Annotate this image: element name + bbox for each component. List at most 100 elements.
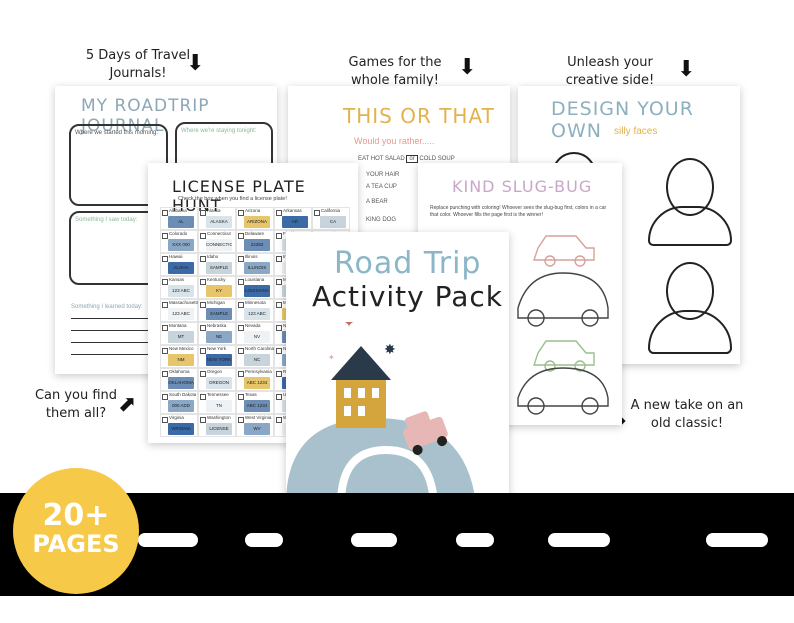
license-instructions: Check the box when you find a license pl…	[178, 196, 287, 202]
house-icon	[336, 378, 386, 428]
checkbox[interactable]	[276, 302, 282, 308]
license-plate-icon: 000 ADD	[168, 400, 194, 412]
checkbox[interactable]	[200, 394, 206, 400]
checkbox[interactable]	[276, 348, 282, 354]
cars-illustration	[517, 235, 609, 415]
checkbox[interactable]	[200, 256, 206, 262]
hill-house-illustration: ✦ ✸ ✦	[286, 322, 476, 504]
license-plate-icon: TN	[206, 400, 232, 412]
license-plate-icon: ABC 1234	[244, 400, 270, 412]
road-dash	[245, 533, 283, 547]
checkbox[interactable]	[276, 210, 282, 216]
state-label: Alabama	[169, 208, 187, 213]
state-label: Washington	[207, 415, 231, 420]
state-label: North Carolina	[245, 346, 275, 351]
license-plate-icon: NV	[244, 331, 270, 343]
checkbox[interactable]	[238, 417, 244, 423]
checkbox[interactable]	[238, 325, 244, 331]
checkbox[interactable]	[276, 233, 282, 239]
checkbox[interactable]	[162, 210, 168, 216]
this-or-that-row: A TEA CUP	[366, 184, 397, 190]
checkbox[interactable]	[276, 256, 282, 262]
checkbox[interactable]	[238, 256, 244, 262]
checkbox[interactable]	[200, 279, 206, 285]
caption-games: Games for the whole family!	[348, 55, 442, 88]
checkbox[interactable]	[162, 371, 168, 377]
checkbox[interactable]	[162, 256, 168, 262]
caption-journals: 5 Days of Travel Journals!	[85, 48, 191, 81]
state-label: New Mexico	[169, 346, 194, 351]
checkbox[interactable]	[238, 348, 244, 354]
pages-badge: 20+ PAGES	[13, 468, 139, 594]
checkbox[interactable]	[162, 302, 168, 308]
checkbox[interactable]	[238, 279, 244, 285]
checkbox[interactable]	[238, 302, 244, 308]
checkbox[interactable]	[162, 233, 168, 239]
checkbox[interactable]	[276, 394, 282, 400]
star-icon: ✦	[344, 322, 354, 330]
checkbox[interactable]	[238, 371, 244, 377]
checkbox[interactable]	[276, 325, 282, 331]
this-or-that-row: EAT HOT SALAD or COLD SOUP	[358, 155, 455, 163]
checkbox[interactable]	[276, 279, 282, 285]
license-plate-icon: ABC 1234	[244, 377, 270, 389]
license-plate-icon: ARIZONA	[244, 216, 270, 228]
state-label: Kentucky	[207, 277, 226, 282]
checkbox[interactable]	[162, 325, 168, 331]
state-label: Connecticut	[207, 231, 231, 236]
road-dash	[138, 533, 198, 547]
checkbox[interactable]	[200, 325, 206, 331]
journal-title: MY ROADTRIP JOURNAL	[81, 96, 210, 136]
checkbox[interactable]	[238, 210, 244, 216]
checkbox[interactable]	[162, 394, 168, 400]
this-or-that-subtitle: Would you rather.....	[354, 136, 435, 146]
checkbox[interactable]	[200, 417, 206, 423]
checkbox[interactable]	[276, 371, 282, 377]
checkbox[interactable]	[200, 233, 206, 239]
car-icon	[403, 411, 448, 455]
state-label: Kansas	[169, 277, 185, 282]
state-label: Louisiana	[245, 277, 265, 282]
road-dash	[548, 533, 610, 547]
license-plate-icon: WV	[244, 423, 270, 435]
license-plate-icon: NE	[206, 331, 232, 343]
checkbox[interactable]	[200, 371, 206, 377]
shoulders-outline-icon	[648, 310, 732, 354]
checkbox[interactable]	[200, 210, 206, 216]
checkbox[interactable]	[200, 348, 206, 354]
face-silhouette-icon	[666, 262, 714, 320]
road-dash	[456, 533, 494, 547]
checkbox[interactable]	[200, 302, 206, 308]
car-outline-icon	[533, 235, 595, 267]
state-label: Minnesota	[245, 300, 266, 305]
checkbox[interactable]	[162, 417, 168, 423]
state-label: Oregon	[207, 369, 223, 374]
slug-bug-instructions: Replace punching with coloring! Whoever …	[430, 205, 607, 218]
license-plate-icon: NC	[244, 354, 270, 366]
face-silhouette-icon	[666, 158, 714, 216]
checkbox[interactable]	[238, 394, 244, 400]
checkbox[interactable]	[162, 279, 168, 285]
checkbox[interactable]	[314, 210, 320, 216]
state-label: Delaware	[245, 231, 265, 236]
state-label: Idaho	[207, 254, 219, 259]
checkbox[interactable]	[238, 233, 244, 239]
journal-learned-label: Something I learned today:	[71, 304, 143, 310]
road-dash	[351, 533, 397, 547]
license-plate-icon: NEW YORK	[206, 354, 232, 366]
checkbox[interactable]	[276, 417, 282, 423]
checkbox[interactable]	[162, 348, 168, 354]
